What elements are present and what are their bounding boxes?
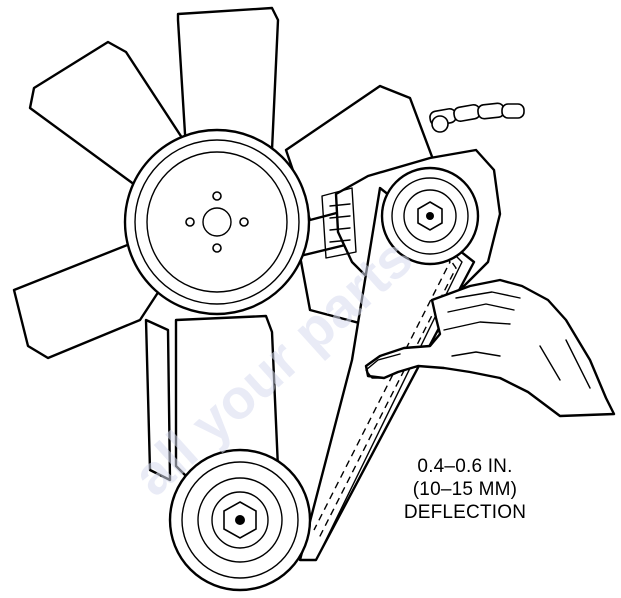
alternator-pulley: [380, 166, 480, 266]
chain-link: [477, 102, 505, 120]
alternator-pulley-ring-inner: [403, 189, 457, 243]
fan-hub-bolt: [239, 217, 249, 227]
hand-thumb: [365, 353, 401, 379]
chain-ring: [431, 115, 449, 133]
fan-hub-inner: [146, 151, 288, 293]
fan-hub-ring: [134, 139, 300, 305]
belt-left-run: [144, 318, 172, 482]
crankshaft-pulley-hub: [211, 491, 269, 549]
fan-hub-bolt: [212, 191, 222, 201]
deflection-label: DEFLECTION: [403, 502, 527, 523]
chain-link: [453, 103, 481, 123]
deflection-millimeters: (10–15 MM): [412, 479, 518, 500]
crankshaft-pulley-shaft: [235, 515, 245, 525]
belt-deflected-position-2: [317, 213, 457, 541]
fan-hub-outer: [123, 128, 311, 316]
crankshaft-pulley: [168, 448, 312, 592]
fan-hub-bolt: [185, 217, 195, 227]
alternator-pulley-shaft: [426, 212, 434, 220]
hand-palm: [364, 278, 616, 418]
deflection-callout: 0.4–0.6 IN. (10–15 MM) DEFLECTION: [385, 455, 545, 524]
chain-links: [429, 102, 525, 133]
fan-blade-top: [176, 6, 280, 152]
hand: [364, 278, 616, 418]
fan-hub: [123, 128, 311, 316]
hand-wrist-line: [539, 339, 591, 389]
alternator-mount-bracket: [321, 187, 357, 259]
belt-deflected-position: [313, 211, 451, 531]
crankshaft-pulley-ring: [181, 461, 299, 579]
chain-link: [501, 103, 525, 119]
crankshaft-pulley-ring-inner: [197, 477, 283, 563]
hand-finger-lines: [443, 291, 521, 331]
fan-hub-center: [202, 207, 232, 237]
alternator-cooling-fins: [329, 203, 351, 243]
hand-knuckle-line: [451, 351, 501, 357]
deflection-inches: 0.4–0.6 IN.: [417, 456, 513, 477]
fan-hub-bolt: [212, 243, 222, 253]
alternator-pulley-ring: [391, 177, 469, 255]
